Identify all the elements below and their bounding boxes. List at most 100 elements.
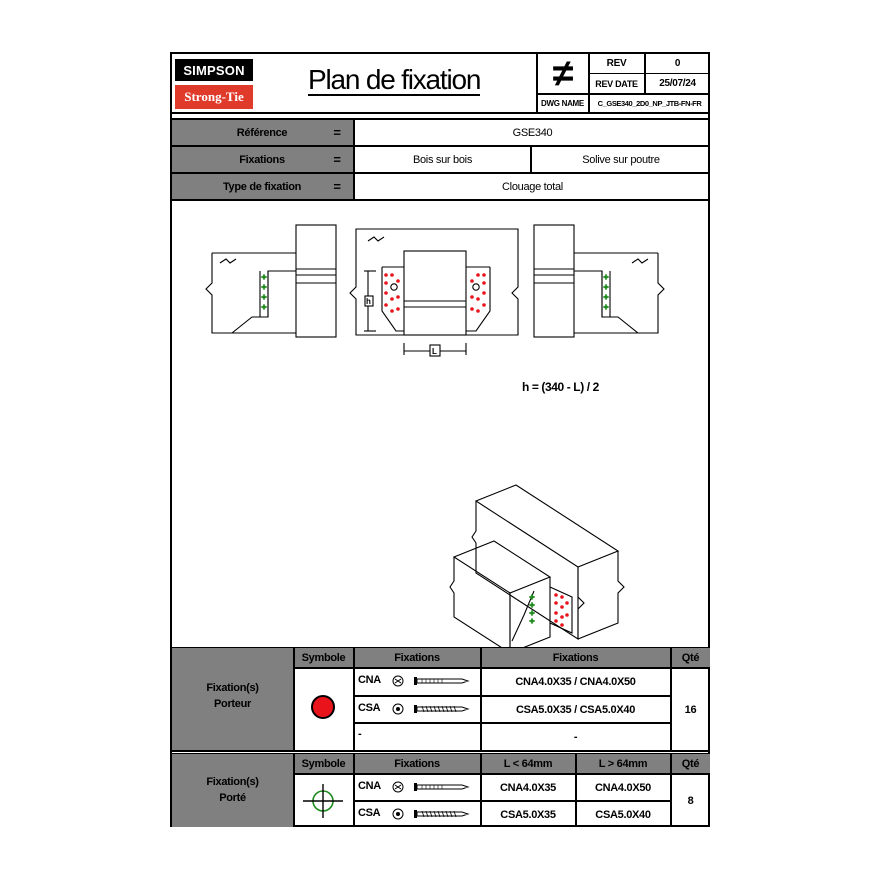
porteur-fastener — [384, 273, 388, 277]
right-side-view — [533, 224, 665, 338]
porteur-row-2-ref: CSA5.0X35 / CSA5.0X40 — [515, 703, 636, 716]
fixation-sheet: SIMPSON Strong-Tie Plan de fixation ≠ RE… — [170, 52, 710, 827]
porte-fastener-center — [530, 619, 534, 623]
porteur-fastener — [554, 619, 558, 623]
porte-row-1-type: CNA — [358, 780, 381, 792]
isometric-view — [449, 484, 625, 647]
porteur-fastener — [554, 601, 558, 605]
porteur-red-dot-icon — [311, 695, 335, 719]
porte-fastener-center — [530, 603, 534, 607]
porte-row-1-large: CNA4.0X50 — [595, 781, 651, 794]
porte-fastener-center — [604, 275, 608, 279]
porteur-row-1-type: CNA — [358, 674, 381, 686]
porteur-row-1-ref: CNA4.0X35 / CNA4.0X50 — [515, 676, 636, 688]
fixations-value-2: Solive sur poutre — [582, 153, 660, 166]
fixations-value-1: Bois sur bois — [412, 153, 473, 166]
porte-cna-nail-icon — [392, 781, 470, 793]
fixations-equals: = — [333, 152, 341, 167]
porteur-fastener — [560, 595, 564, 599]
porteur-fastener — [470, 279, 474, 283]
dwg-name-label: DWG NAME — [541, 99, 584, 108]
porteur-csa-screw-icon — [392, 703, 470, 715]
porteur-fastener — [560, 605, 564, 609]
porte-qty: 8 — [687, 795, 694, 807]
porte-fastener-center — [262, 295, 266, 299]
porteur-fastener — [476, 297, 480, 301]
porte-fastener-center — [262, 275, 266, 279]
reference-value: GSE340 — [512, 126, 553, 139]
porte-row-2-large: CSA5.0X40 — [595, 808, 651, 821]
porteur-fastener — [470, 307, 474, 311]
porte-qty-header: Qté — [681, 757, 700, 770]
type-value: Clouage total — [502, 180, 563, 193]
porte-row-2-type: CSA — [358, 807, 381, 819]
porteur-group-label-2: Porteur — [213, 698, 252, 710]
porte-fastener-center — [530, 611, 534, 615]
porteur-fastener — [396, 279, 400, 283]
porteur-symbol-header: Symbole — [301, 651, 346, 664]
porteur-fastener — [476, 273, 480, 277]
technical-drawing: h L — [205, 224, 665, 647]
porteur-fastener — [565, 601, 569, 605]
porte-row-2-small: CSA5.0X35 — [500, 808, 556, 821]
not-equal-icon: ≠ — [552, 52, 574, 95]
porte-fastener-center — [530, 595, 534, 599]
brand-logo: SIMPSON Strong-Tie — [175, 59, 253, 109]
porteur-fixations-header-2: Fixations — [552, 651, 599, 664]
porteur-fastener — [470, 295, 474, 299]
porte-l-small-header: L < 64mm — [503, 757, 553, 770]
porte-csa-screw-icon — [392, 808, 470, 820]
porteur-fastener — [396, 295, 400, 299]
porte-group-label-1: Fixation(s) — [206, 776, 259, 788]
dwg-name-value: C_GSE340_2D0_NP_JTB-FN-FR — [597, 99, 702, 108]
porteur-fastener — [554, 593, 558, 597]
porteur-fastener — [482, 281, 486, 285]
type-label: Type de fixation — [222, 180, 302, 193]
porteur-cna-nail-icon — [392, 675, 470, 687]
porteur-group-label-1: Fixation(s) — [206, 682, 259, 694]
porte-l-large-header: L > 64mm — [598, 757, 648, 770]
dim-h-label: h — [366, 297, 371, 306]
porteur-row-3-type: - — [358, 728, 362, 740]
porteur-fastener — [560, 615, 564, 619]
rev-value: 0 — [674, 58, 681, 69]
porteur-fastener — [482, 291, 486, 295]
porteur-row-2-type: CSA — [358, 702, 381, 714]
porte-fastener-center — [262, 285, 266, 289]
porteur-fastener — [384, 291, 388, 295]
porteur-fastener — [384, 303, 388, 307]
porteur-fastener — [482, 303, 486, 307]
porteur-fastener — [554, 611, 558, 615]
center-front-view — [349, 228, 519, 357]
porte-row-1-small: CNA4.0X35 — [500, 781, 556, 794]
porte-fixations-header: Fixations — [394, 757, 440, 770]
porte-fastener-center — [604, 285, 608, 289]
porteur-fastener — [565, 613, 569, 617]
porteur-fastener — [390, 309, 394, 313]
porte-fastener-center — [262, 305, 266, 309]
porteur-fastener — [560, 623, 564, 627]
porteur-row-3-ref: - — [573, 731, 578, 743]
porte-crosshair-icon — [303, 784, 343, 818]
porteur-fastener — [390, 297, 394, 301]
porteur-fastener — [476, 309, 480, 313]
porte-group-label-2: Porté — [219, 792, 246, 804]
rev-date-value: 25/07/24 — [659, 78, 696, 89]
porte-fastener-center — [604, 295, 608, 299]
formula-text: h = (340 - L) / 2 — [522, 380, 599, 394]
porteur-fastener — [396, 307, 400, 311]
left-side-view — [205, 224, 337, 338]
dim-l-label: L — [432, 347, 437, 356]
porteur-fastener — [390, 273, 394, 277]
brand-bottom: Strong-Tie — [175, 85, 253, 109]
porteur-fastener — [384, 281, 388, 285]
porteur-fixations-header: Fixations — [394, 651, 440, 664]
type-equals: = — [333, 179, 341, 194]
porteur-qty: 16 — [684, 703, 697, 716]
rev-label: REV — [606, 58, 627, 69]
porte-fastener-center — [604, 305, 608, 309]
brand-top: SIMPSON — [175, 59, 253, 81]
reference-equals: = — [333, 125, 341, 140]
rev-date-label: REV DATE — [595, 78, 638, 89]
porte-symbol-header: Symbole — [301, 757, 346, 770]
